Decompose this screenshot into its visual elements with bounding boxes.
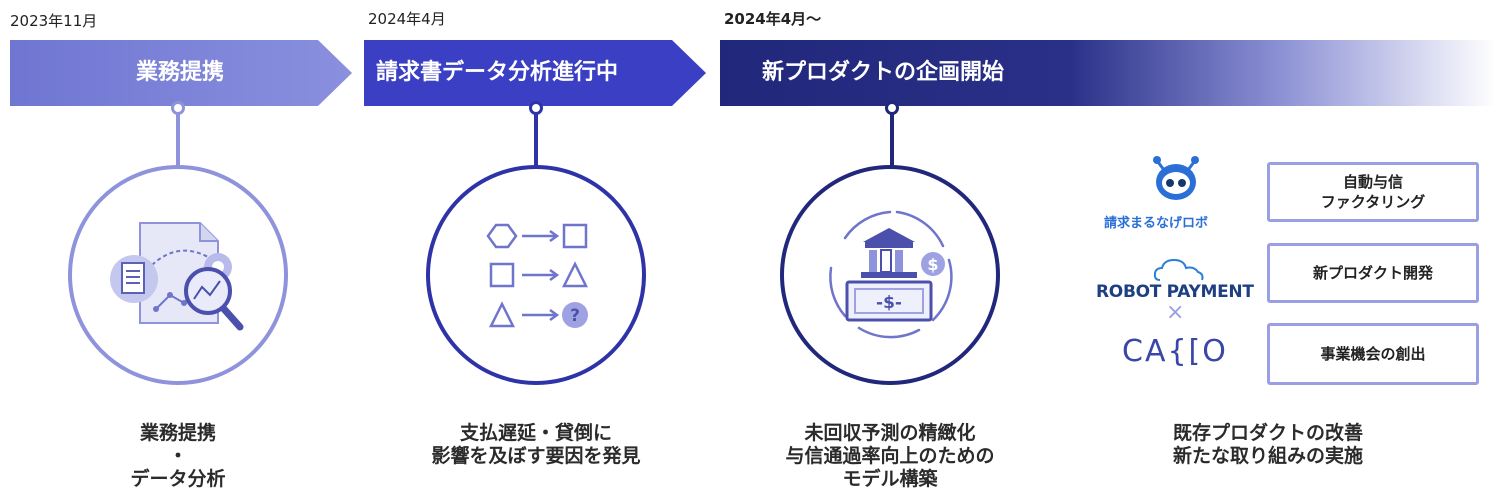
seikyu-marunage-robo-logo: 請求まるなげロボ [1104, 216, 1209, 231]
timeline-banner-bar [10, 40, 1496, 106]
svg-text:-$-: -$- [876, 293, 902, 313]
banner-label-3: 新プロダクトの企画開始 [762, 60, 1005, 85]
box-3-label: 事業機会の創出 [1320, 345, 1426, 363]
question-icon [562, 302, 588, 328]
hexagon-shape [486, 223, 518, 249]
caption-stage-1: 業務提携 ・ データ分析 [78, 422, 278, 491]
banner-arrow-3 [720, 40, 1496, 106]
banner-label-1: 業務提携 [135, 60, 224, 85]
box-2-label: 新プロダクト開発 [1312, 264, 1433, 282]
box-auto-credit-factoring: 自動与信 ファクタリング [1267, 162, 1479, 222]
svg-text:?: ? [570, 306, 580, 326]
connector-1 [176, 108, 180, 166]
caption-stage-4-line-1: 既存プロダクトの改善 [1172, 422, 1363, 444]
caption-stage-1-line-2: ・ [168, 445, 188, 467]
caption-stage-1-line-3: データ分析 [130, 468, 226, 490]
banner-arrow-1 [10, 40, 352, 106]
square-shape [562, 223, 588, 249]
caption-stage-3-line-1: 未回収予測の精緻化 [804, 422, 976, 444]
banner-label-2: 請求書データ分析進行中 [376, 60, 619, 85]
caption-stage-3-line-2: 与信通過率向上のための [785, 445, 995, 467]
box-1-line-2: ファクタリング [1320, 193, 1426, 211]
box-new-product-development: 新プロダクト開発 [1267, 243, 1479, 303]
triangle-shape [561, 261, 589, 288]
caption-stage-3: 未回収予測の精緻化 与信通過率向上のための モデル構築 [740, 422, 1040, 491]
caption-stage-4-line-2: 新たな取り組みの実施 [1172, 445, 1363, 467]
caption-stage-3-line-3: モデル構築 [842, 468, 938, 490]
connector-3 [890, 108, 894, 166]
connector-dot-1 [171, 101, 185, 115]
connector-2 [534, 108, 538, 166]
date-stage-1: 2023年11月 [10, 12, 98, 30]
robot-payment-logo: ROBOT PAYMENT [1096, 282, 1254, 302]
caption-stage-2-line-1: 支払遅延・貸倒に [459, 422, 612, 444]
date-stage-2: 2024年4月 [368, 10, 446, 28]
caption-stage-2: 支払遅延・貸倒に 影響を及ぼす要因を発見 [386, 422, 686, 468]
connector-dot-3 [885, 101, 899, 115]
cross-symbol: × [1166, 300, 1185, 325]
robot-mascot-icon [1153, 156, 1199, 200]
caption-stage-2-line-2: 影響を及ぼす要因を発見 [431, 445, 641, 467]
data-analysis-icon [110, 222, 244, 331]
date-stage-3: 2024年4月〜 [724, 10, 822, 28]
svg-text:$: $ [927, 255, 938, 274]
credit-prediction-icon: $ -$- [829, 210, 953, 339]
box-1-line-1: 自動与信 [1342, 173, 1403, 191]
caption-stage-1-line-1: 業務提携 [139, 422, 216, 444]
caption-stage-4: 既存プロダクトの改善 新たな取り組みの実施 [1118, 422, 1418, 468]
connector-dot-2 [529, 101, 543, 115]
cloud-icon [1153, 258, 1204, 281]
box-business-opportunity: 事業機会の創出 [1267, 323, 1479, 385]
pattern-discovery-icon: ? [486, 223, 589, 328]
banner-arrow-2 [364, 40, 706, 106]
caico-logo: CΑ{[O [1122, 334, 1228, 369]
